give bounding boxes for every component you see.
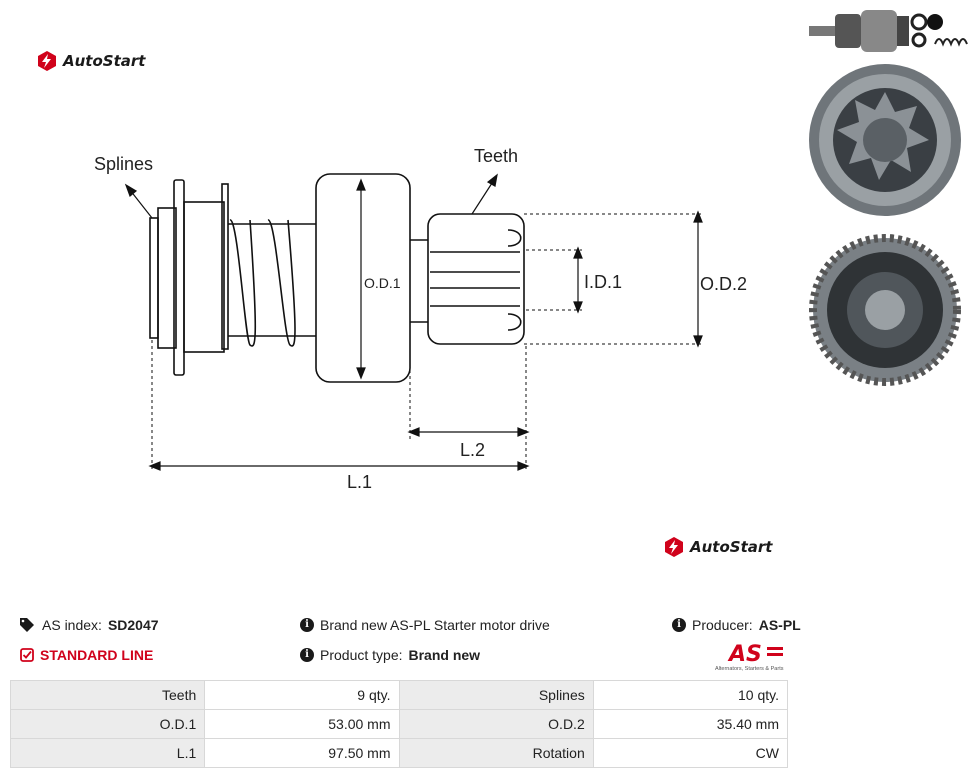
l2-label: L.2: [460, 440, 485, 460]
standard-line-text: STANDARD LINE: [40, 647, 154, 663]
table-row: L.1 97.50 mm Rotation CW: [9, 738, 789, 768]
as-logo-text: AS: [727, 642, 762, 667]
description-text: Brand new AS-PL Starter motor drive: [320, 617, 550, 633]
spec-value: 97.50 mm: [204, 738, 400, 768]
info-icon: i: [300, 618, 314, 632]
spec-label: O.D.1: [9, 709, 206, 739]
tags-icon: [20, 618, 34, 632]
as-index-label: AS index:: [42, 617, 102, 633]
pinion: [427, 213, 525, 345]
spec-value: 10 qty.: [592, 680, 789, 710]
od1-body: [315, 173, 411, 383]
spec-label: L.1: [9, 738, 206, 768]
starter-drive-diagram: Splines Teeth O.D.1 I.D.1 O.D.2 L.2 L.1: [94, 146, 747, 492]
info-icon: i: [300, 648, 314, 662]
spec-table: Teeth 9 qty. Splines 10 qty. O.D.1 53.00…: [9, 680, 789, 768]
as-index: AS index: SD2047: [20, 617, 159, 633]
spec-value: CW: [592, 738, 789, 768]
id1-label: I.D.1: [584, 272, 622, 292]
brand-name: AutoStart: [63, 52, 146, 70]
table-row: O.D.1 53.00 mm O.D.2 35.40 mm: [9, 709, 789, 739]
table-row: Teeth 9 qty. Splines 10 qty.: [9, 680, 789, 710]
product-type-label: Product type:: [320, 647, 403, 663]
od1-label: O.D.1: [364, 275, 401, 291]
splines-end: [149, 217, 159, 339]
teeth-label: Teeth: [474, 146, 518, 166]
autostart-logo-icon: [665, 537, 683, 557]
od2-label: O.D.2: [700, 274, 747, 294]
product-type: i Product type: Brand new: [300, 647, 480, 663]
spec-label: O.D.2: [398, 709, 594, 739]
brand-name: AutoStart: [690, 538, 773, 556]
product-type-value: Brand new: [408, 647, 481, 663]
clutch-body: [183, 201, 225, 353]
spec-label: Teeth: [9, 680, 206, 710]
producer-label: Producer:: [692, 617, 753, 633]
side-view-photo: [809, 10, 968, 52]
as-index-value: SD2047: [107, 617, 159, 633]
standard-line-badge: STANDARD LINE: [20, 647, 153, 663]
spec-label: Rotation: [398, 738, 594, 768]
rear-view-photo: [809, 234, 961, 386]
spec-value: 35.40 mm: [592, 709, 789, 739]
producer: i Producer: AS-PL: [672, 617, 801, 633]
product-description: i Brand new AS-PL Starter motor drive: [300, 617, 550, 633]
autostart-logo-icon: [38, 51, 56, 71]
producer-value: AS-PL: [758, 617, 801, 633]
collar: [157, 207, 177, 349]
spring-plate: [221, 183, 229, 350]
splines-label: Splines: [94, 154, 153, 174]
as-logo-tagline: Alternators, Starters & Parts: [715, 666, 784, 672]
brand-logo-mid: AutoStart: [663, 536, 772, 558]
brand-logo-top: AutoStart: [36, 50, 145, 72]
checkbox-icon: [20, 648, 34, 662]
front-view-photo: [809, 64, 961, 216]
spec-value: 9 qty.: [204, 680, 400, 710]
spec-value: 53.00 mm: [204, 709, 400, 739]
spec-label: Splines: [398, 680, 594, 710]
as-pl-logo: AS Alternators, Starters & Parts: [715, 642, 784, 672]
product-photos: [809, 10, 968, 386]
info-icon: i: [672, 618, 686, 632]
l1-label: L.1: [347, 472, 372, 492]
